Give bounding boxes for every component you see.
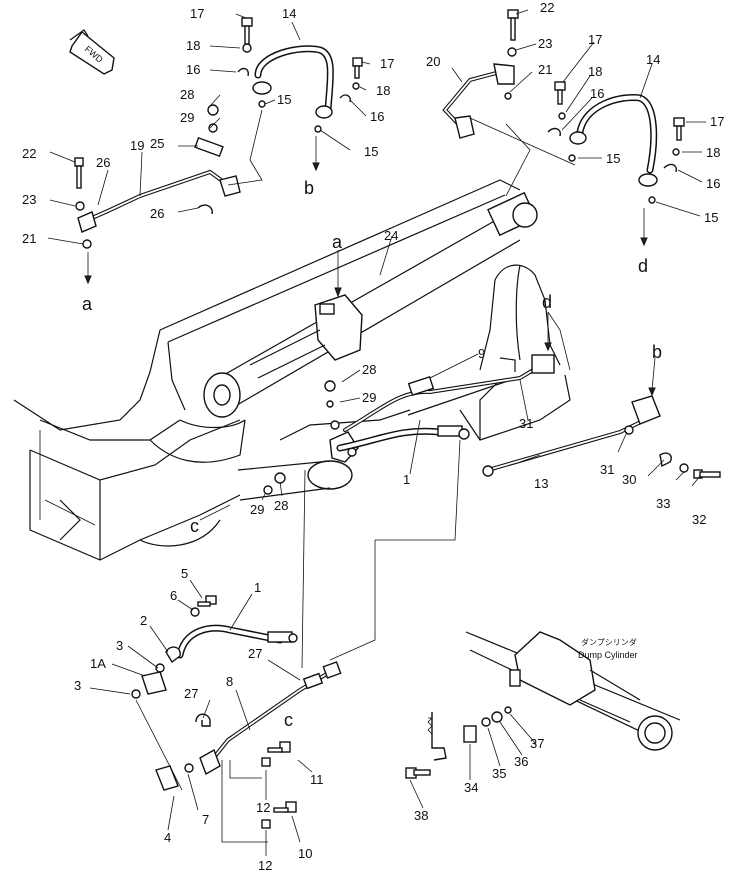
ref-a: a — [82, 294, 93, 314]
callout-7: 7 — [202, 812, 209, 827]
dump-cylinder-jp-label: ダンプシリンダ — [581, 637, 637, 647]
callout-11: 11 — [310, 772, 324, 787]
callout-37: 37 — [530, 736, 544, 751]
callout-labels: 17 14 18 16 28 29 15 17 18 16 15 22 26 1… — [22, 0, 724, 872]
callout-32: 32 — [692, 512, 706, 527]
clamp-30 — [659, 452, 721, 479]
callout-17: 17 — [190, 6, 204, 21]
callout-5: 5 — [181, 566, 188, 581]
callout-29: 29 — [180, 110, 194, 125]
callout-16: 16 — [706, 176, 720, 191]
ref-a: a — [332, 232, 343, 252]
pipe-20 — [442, 63, 515, 139]
callout-29: 29 — [362, 390, 376, 405]
callout-20: 20 — [426, 54, 440, 69]
callout-15: 15 — [606, 151, 620, 166]
dump-cylinder-en-label: Dump Cylinder — [578, 650, 638, 660]
callout-21: 21 — [538, 62, 552, 77]
ref-b: b — [652, 342, 662, 362]
callout-1A: 1A — [90, 656, 106, 671]
ref-c: c — [284, 710, 293, 730]
callout-15: 15 — [704, 210, 718, 225]
callout-16: 16 — [186, 62, 200, 77]
callout-29: 29 — [250, 502, 264, 517]
callout-6: 6 — [170, 588, 177, 603]
callout-14: 14 — [282, 6, 296, 21]
callout-10: 10 — [298, 846, 312, 861]
callout-23: 23 — [538, 36, 552, 51]
callout-28: 28 — [362, 362, 376, 377]
callout-28: 28 — [274, 498, 288, 513]
callout-12: 12 — [256, 800, 270, 815]
callout-28: 28 — [180, 87, 194, 102]
callout-35: 35 — [492, 766, 506, 781]
hose-assembly-9 — [336, 354, 555, 452]
callout-22: 22 — [540, 0, 554, 15]
callout-13: 13 — [534, 476, 548, 491]
fwd-arrow-icon: FWD — [69, 29, 115, 75]
callout-26: 26 — [150, 206, 164, 221]
callout-17: 17 — [710, 114, 724, 129]
callout-36: 36 — [514, 754, 528, 769]
callout-2: 2 — [140, 613, 147, 628]
callout-31: 31 — [519, 416, 533, 431]
callout-24: 24 — [384, 228, 398, 243]
clamp-27a — [195, 713, 211, 727]
callout-23: 23 — [22, 192, 36, 207]
callout-22: 22 — [22, 146, 36, 161]
bolt-17a — [241, 17, 253, 45]
fittings-34-38 — [405, 706, 537, 809]
callout-19: 19 — [130, 138, 144, 153]
callout-17: 17 — [380, 56, 394, 71]
callout-27: 27 — [248, 646, 262, 661]
callout-38: 38 — [414, 808, 428, 823]
callout-18: 18 — [706, 145, 720, 160]
callout-18: 18 — [588, 64, 602, 79]
callout-14: 14 — [646, 52, 660, 67]
callout-1: 1 — [403, 472, 410, 487]
ref-b: b — [304, 178, 314, 198]
ref-d: d — [638, 256, 648, 276]
callout-15: 15 — [364, 144, 378, 159]
callout-12: 12 — [258, 858, 272, 872]
frame-boom — [13, 179, 571, 561]
hose-14-left — [252, 45, 334, 119]
callout-18: 18 — [376, 83, 390, 98]
callout-27: 27 — [184, 686, 198, 701]
ref-d: d — [542, 292, 552, 312]
callout-18: 18 — [186, 38, 200, 53]
hose-1-lower — [155, 624, 298, 673]
callout-3: 3 — [74, 678, 81, 693]
callout-26: 26 — [96, 155, 110, 170]
callout-17: 17 — [588, 32, 602, 47]
callout-34: 34 — [464, 780, 478, 795]
leader-lines-top — [47, 9, 706, 285]
callout-33: 33 — [656, 496, 670, 511]
dump-cylinder — [465, 631, 681, 751]
pipe-8 — [199, 661, 342, 776]
pipe-13 — [482, 395, 661, 477]
callout-8: 8 — [226, 674, 233, 689]
callout-21: 21 — [22, 231, 36, 246]
callout-4: 4 — [164, 830, 171, 845]
callout-9: 9 — [478, 346, 485, 361]
callout-15: 15 — [277, 92, 291, 107]
callout-30: 30 — [622, 472, 636, 487]
callout-3: 3 — [116, 638, 123, 653]
callout-16: 16 — [590, 86, 604, 101]
callout-16: 16 — [370, 109, 384, 124]
callout-25: 25 — [150, 136, 164, 151]
callout-1: 1 — [254, 580, 261, 595]
reference-letters: a a b b d d c c — [82, 178, 662, 730]
ref-c: c — [190, 516, 199, 536]
leader-lines-bottom — [89, 579, 313, 856]
leader-lines-middle — [199, 235, 701, 669]
callout-31: 31 — [600, 462, 614, 477]
hose-14-right — [569, 93, 658, 187]
